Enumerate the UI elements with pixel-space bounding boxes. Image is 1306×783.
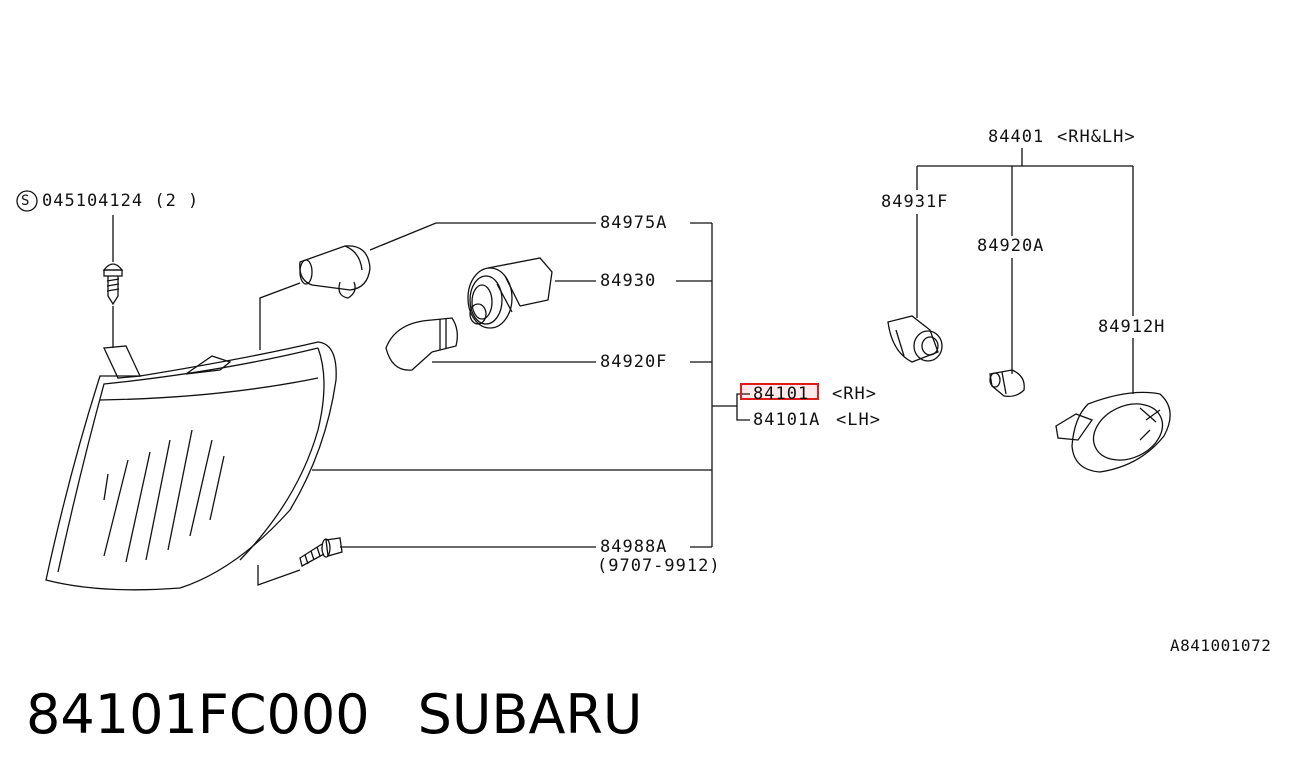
diagram-code: A841001072 xyxy=(1170,636,1272,655)
part-label-84930[interactable]: 84930 xyxy=(600,271,657,291)
part-label-84920f[interactable]: 84920F xyxy=(600,352,668,372)
footer-title: 84101FC000 SUBARU xyxy=(26,682,642,748)
part-side-rh: <RH> xyxy=(832,384,877,404)
part-side-rh-lh: <RH&LH> xyxy=(1057,127,1136,147)
leader-lines-right xyxy=(916,148,1134,394)
part-date-range: (9707-9912) xyxy=(597,556,721,576)
part-side-lh: <LH> xyxy=(836,410,881,430)
part-label-84975a[interactable]: 84975A xyxy=(600,213,668,233)
screw-icon xyxy=(102,263,124,306)
bulb-84920f-icon xyxy=(385,317,458,371)
side-socket-84931f-icon xyxy=(887,315,943,363)
leader-lines-left xyxy=(112,215,750,586)
part-label-84931f[interactable]: 84931F xyxy=(881,192,949,212)
part-label-84988a[interactable]: 84988A xyxy=(600,537,668,557)
part-label-84101a-lh[interactable]: 84101A xyxy=(753,410,821,430)
screw-symbol: S xyxy=(21,193,30,209)
footer-part-number: 84101FC000 xyxy=(26,683,370,746)
socket-84930-icon xyxy=(467,257,553,329)
part-label-84920a[interactable]: 84920A xyxy=(977,236,1045,256)
part-label-84101-rh[interactable]: 84101 xyxy=(753,384,810,404)
part-label-84912h[interactable]: 84912H xyxy=(1098,317,1166,337)
selected-part-highlight xyxy=(740,383,819,400)
corner-lamp-icon xyxy=(45,341,337,591)
side-bulb-84920a-icon xyxy=(989,369,1025,398)
screw-84988a-icon xyxy=(299,537,343,567)
part-label-screw[interactable]: 045104124 (2 ) xyxy=(42,191,200,211)
footer-brand: SUBARU xyxy=(417,683,643,746)
side-lens-84912h-icon xyxy=(1055,391,1171,473)
socket-84975a-icon xyxy=(299,245,371,299)
screw-symbol-circle xyxy=(16,190,38,212)
part-label-84401[interactable]: 84401 xyxy=(988,127,1045,147)
